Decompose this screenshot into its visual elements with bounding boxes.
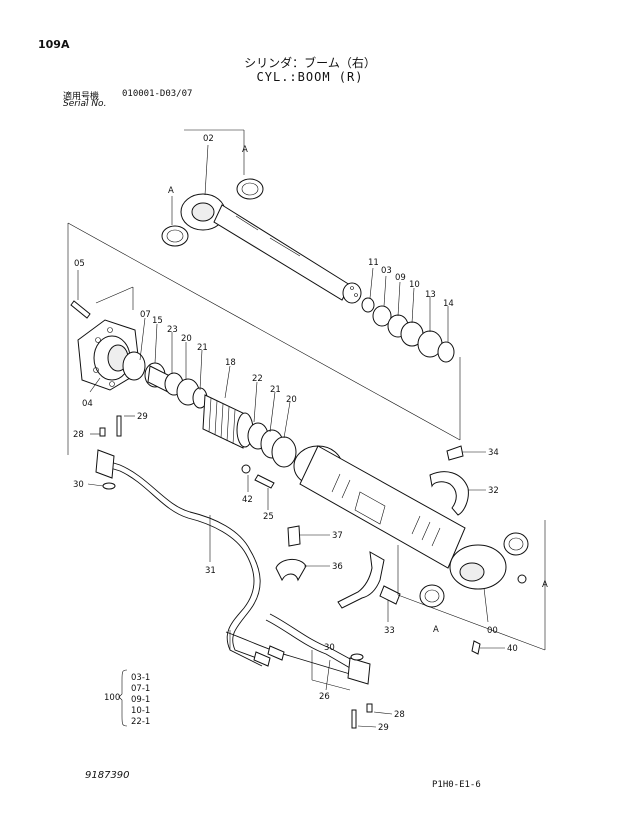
kit-item: 22-1 (131, 717, 150, 727)
ref-a-bottom-left: A (433, 625, 439, 635)
callout-28-a: 28 (73, 430, 84, 440)
serial-range: 010001-D03/07 (122, 89, 193, 99)
kit-list: 100 03-1 07-1 09-1 10-1 22-1 (104, 669, 150, 727)
callout-18: 18 (225, 358, 236, 368)
kit-item: 09-1 (131, 695, 150, 705)
callout-00: 00 (487, 626, 498, 636)
cylinder-tube (293, 445, 529, 655)
ref-a-top-left: A (168, 186, 174, 196)
document-number: 9187390 (85, 770, 130, 781)
callout-25: 25 (263, 512, 274, 522)
ref-a-top-right: A (242, 145, 248, 155)
callout-26: 26 (319, 692, 330, 702)
callout-21-a: 21 (197, 343, 208, 353)
callout-03: 03 (381, 266, 392, 276)
callout-15: 15 (152, 316, 163, 326)
serial-label-english: Serial No. (63, 99, 107, 109)
callout-37: 37 (332, 531, 343, 541)
leader-lines (77, 144, 505, 728)
callout-14: 14 (443, 299, 454, 309)
ref-a-bottom-right: A (542, 580, 548, 590)
serial-label-japanese: 適用号機 (63, 92, 100, 102)
callout-40: 40 (507, 644, 518, 654)
callout-22: 22 (252, 374, 263, 384)
callout-09: 09 (395, 273, 406, 283)
kit-item: 03-1 (131, 673, 150, 683)
callout-20-b: 20 (286, 395, 297, 405)
pipes (95, 415, 373, 729)
callout-11: 11 (368, 258, 379, 268)
callout-30-a: 30 (73, 480, 84, 490)
callout-29-b: 29 (378, 723, 389, 733)
callout-34: 34 (488, 448, 499, 458)
guide-lines (67, 129, 546, 691)
rod-assembly (161, 178, 362, 304)
callout-28-b: 28 (394, 710, 405, 720)
callout-13: 13 (425, 290, 436, 300)
callout-23: 23 (167, 325, 178, 335)
callout-33: 33 (384, 626, 395, 636)
callout-07: 07 (140, 310, 151, 320)
callout-labels: 02 A A 05 04 07 15 23 20 21 18 22 21 20 … (73, 134, 548, 733)
callout-02: 02 (203, 134, 214, 144)
callout-21-b: 21 (270, 385, 281, 395)
callout-10: 10 (409, 280, 420, 290)
callout-42: 42 (242, 495, 253, 505)
callout-04: 04 (82, 399, 93, 409)
page-id: 109A (38, 38, 70, 51)
callout-05: 05 (74, 259, 85, 269)
kit-item: 07-1 (131, 684, 150, 694)
piston-parts (144, 362, 297, 489)
clamps (275, 445, 469, 609)
callout-31: 31 (205, 566, 216, 576)
page-code: P1H0-E1-6 (432, 780, 481, 790)
callout-30-b: 30 (324, 643, 335, 653)
title-japanese: シリンダ：ブーム（右） (244, 56, 376, 70)
kit-number: 100 (104, 693, 120, 703)
cylinder-head (70, 300, 146, 391)
callout-32: 32 (488, 486, 499, 496)
callout-29-a: 29 (137, 412, 148, 422)
title-english: CYL.:BOOM (R) (256, 70, 364, 84)
rod-seals (361, 297, 455, 363)
kit-item: 10-1 (131, 706, 150, 716)
callout-36: 36 (332, 562, 343, 572)
callout-20-a: 20 (181, 334, 192, 344)
